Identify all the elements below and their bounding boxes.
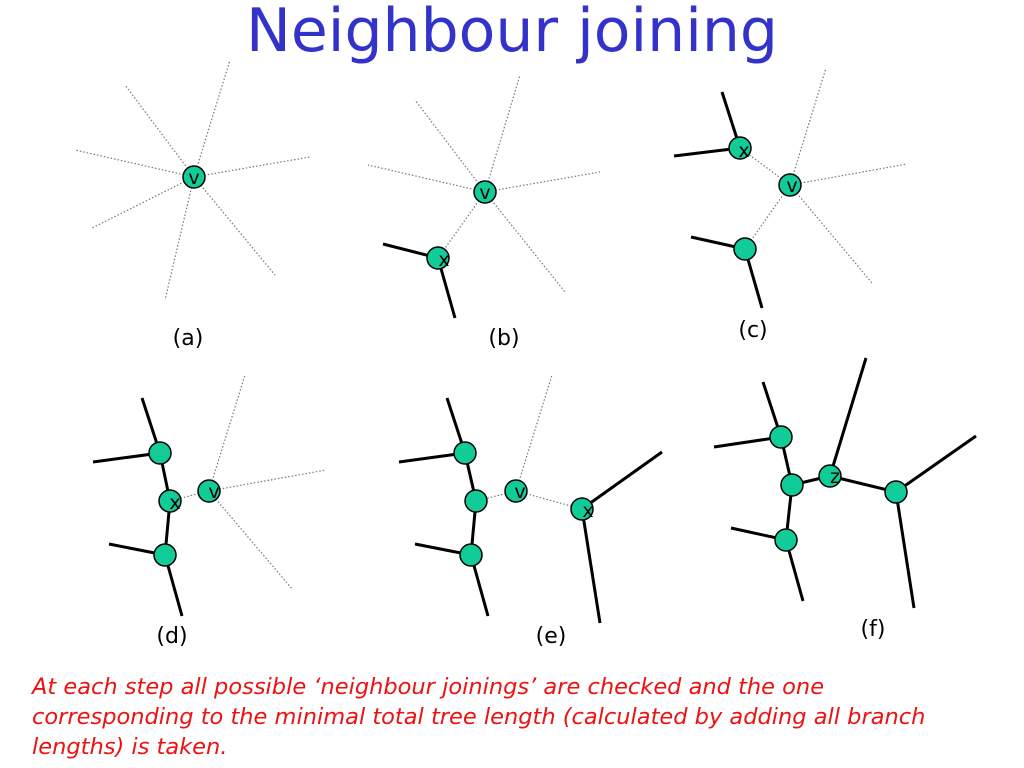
node-label-z: z (830, 466, 840, 488)
node-label-v: v (786, 175, 797, 197)
node-label-v: v (479, 182, 490, 204)
panel-label-e: (e) (535, 624, 567, 649)
panel-label-b: (b) (488, 326, 520, 351)
panel-label-a: (a) (172, 326, 204, 351)
tree-panel-a: v (74, 59, 311, 301)
tree-node-x (158, 489, 182, 513)
node-label-v: v (514, 481, 525, 503)
caption-text: At each step all possible ‘neighbour joi… (32, 674, 926, 760)
tree-node-v (778, 173, 802, 197)
tree-panel-e: v x (398, 374, 663, 624)
tree-panel-b: v x (367, 74, 601, 319)
node-label-x: x (738, 140, 749, 162)
tree-panel-c: x v (673, 67, 908, 309)
tree-node (153, 543, 177, 567)
panel-label-c: (c) (738, 318, 768, 343)
tree-node (464, 489, 488, 513)
node-label-x: x (169, 492, 180, 514)
tree-node-x (570, 497, 594, 521)
node-label-v: v (208, 481, 219, 503)
tree-node-v (504, 479, 528, 503)
node-label-x: x (582, 500, 593, 522)
tree-node (148, 441, 172, 465)
tree-node-z (818, 464, 842, 488)
tree-node-v (182, 165, 206, 189)
tree-panel-d: x v (92, 374, 327, 617)
node-label-v: v (188, 167, 199, 189)
tree-node-v (473, 180, 497, 204)
page-title: Neighbour joining (245, 0, 778, 66)
node-label-x: x (438, 249, 449, 271)
panel-label-d: (d) (156, 624, 188, 649)
tree-node (774, 528, 798, 552)
tree-node (780, 473, 804, 497)
panel-label-f: (f) (860, 617, 886, 642)
tree-node-v (197, 479, 221, 503)
tree-node (769, 425, 793, 449)
tree-node (453, 441, 477, 465)
tree-node-x (728, 136, 752, 160)
tree-node (884, 480, 908, 504)
tree-panel-f: z (713, 357, 977, 609)
tree-node-x (426, 246, 450, 270)
tree-node (459, 543, 483, 567)
tree-node (733, 237, 757, 261)
